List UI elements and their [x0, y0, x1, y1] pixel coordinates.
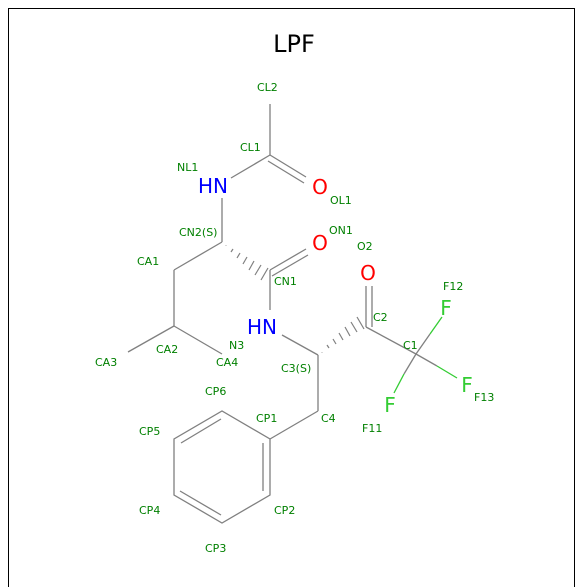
atom-label-f13: F13 — [474, 391, 494, 404]
element-o2: O — [360, 261, 376, 285]
atom-label-on1: ON1 — [329, 224, 353, 237]
atom-label-cp2: CP2 — [274, 504, 295, 517]
bond-n3-c3 — [281, 334, 319, 356]
atom-label-ca2: CA2 — [156, 343, 178, 356]
atom-label-o2: O2 — [357, 240, 373, 253]
bond-cn2-ca1 — [173, 241, 223, 271]
element-f13: F — [461, 373, 473, 397]
atom-label-f12: F12 — [443, 280, 463, 293]
element-on1: O — [312, 231, 328, 255]
bond-ca2-ca3 — [127, 325, 175, 353]
bond-c2-c1 — [365, 326, 417, 355]
element-nl1: HN — [198, 174, 228, 198]
atom-label-cp5: CP5 — [139, 425, 160, 438]
atom-label-cp6: CP6 — [205, 385, 226, 398]
atom-label-ca4: CA4 — [216, 356, 238, 369]
atom-label-cp3: CP3 — [205, 542, 226, 555]
atom-labels: CL2 CL1 NL1 OL1 CN2(S) ON1 O2 F12 CA1 CN… — [95, 81, 494, 555]
element-symbols: HN O O HN O F F F — [198, 174, 473, 417]
atom-label-cl1: CL1 — [240, 141, 261, 154]
element-f11: F — [384, 393, 396, 417]
atom-label-n3: N3 — [229, 339, 244, 352]
atom-label-f11: F11 — [362, 422, 382, 435]
fluorine-bonds — [393, 316, 458, 394]
atom-label-c1: C1 — [403, 339, 418, 352]
bonds — [127, 104, 417, 524]
bond-cn1-on1-b — [271, 254, 309, 277]
bond-cn2-cn1-hashed — [225, 245, 269, 281]
bond-cl1-nl1 — [230, 154, 271, 179]
atom-label-cp4: CP4 — [139, 504, 160, 517]
diagram-title: LPF — [273, 30, 315, 58]
atom-label-ca1: CA1 — [137, 255, 159, 268]
atom-label-ca3: CA3 — [95, 356, 117, 369]
atom-label-c3: C3(S) — [281, 362, 311, 375]
element-f12: F — [440, 296, 452, 320]
bond-c3-c2-hashed — [321, 316, 365, 353]
atom-label-cl2: CL2 — [257, 81, 278, 94]
bond-ca2-ca4 — [173, 325, 223, 355]
ring-inner-2 — [179, 490, 222, 516]
atom-label-cn2: CN2(S) — [179, 226, 217, 239]
atom-label-nl1: NL1 — [177, 161, 198, 174]
atom-label-cp1: CP1 — [256, 412, 277, 425]
benzene-ring — [173, 410, 271, 524]
bond-c4-cp1 — [269, 410, 319, 440]
ring-inner-3 — [180, 418, 222, 444]
bond-cl1-ol1 — [269, 154, 307, 178]
atom-label-ol1: OL1 — [330, 194, 352, 207]
element-n3: HN — [247, 315, 277, 339]
atom-label-c2: C2 — [373, 311, 388, 324]
element-ol1: O — [312, 175, 328, 199]
atom-label-c4: C4 — [321, 412, 336, 425]
bond-cn1-on1 — [269, 248, 307, 271]
bond-cl1-ol1-b — [267, 160, 305, 184]
diagram-border — [8, 8, 575, 587]
atom-label-cn1: CN1 — [274, 275, 297, 288]
